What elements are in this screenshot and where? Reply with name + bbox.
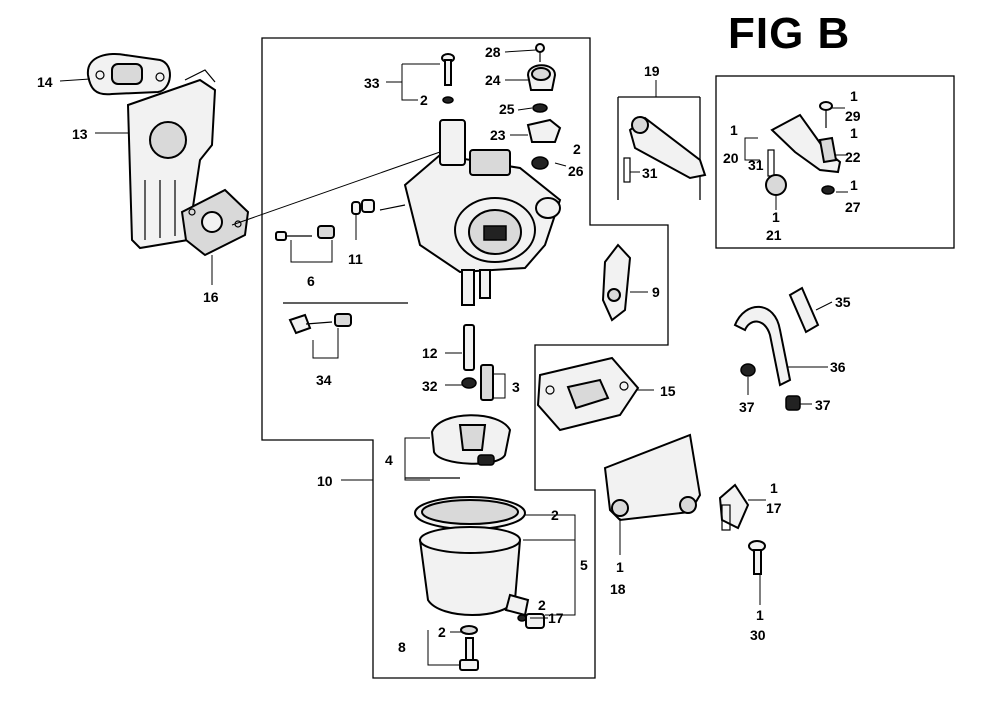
callout-label: 6 [307,273,315,289]
callout-label: 25 [499,101,515,117]
callout-label: 9 [652,284,660,300]
callout-label: 13 [72,126,88,142]
callout-label: 1 [730,122,738,138]
callout-label: 21 [766,227,782,243]
callout-label: 1 [616,559,624,575]
bracket-bolt-part [748,540,766,575]
callout-leaders [59,49,848,666]
fuel-tube-clip-part [601,243,632,322]
callout-label: 1 [772,209,780,225]
air-cleaner-gasket-part [536,356,640,432]
callout-label: 29 [845,108,861,124]
callout-label: 3 [512,379,520,395]
assembly-axis-line [231,151,441,226]
callout-label: 18 [610,581,626,597]
callout-label: 1 [850,177,858,193]
callout-label: 16 [203,289,219,305]
throttle-stop-screw-part [441,53,455,104]
callout-label: 34 [316,372,332,388]
drain-screw-part [517,613,545,629]
callout-label: 10 [317,473,333,489]
carburetor-body-part [379,119,562,306]
callout-label: 2 [438,624,446,640]
bowl-bolt-part [459,625,479,671]
callout-label: 2 [573,141,581,157]
callout-label: 37 [815,397,831,413]
callout-label: 26 [568,163,584,179]
callout-label: 20 [723,150,739,166]
callout-label: 23 [490,127,506,143]
callout-label: 37 [739,399,755,415]
throttle-lever-assembly-part [765,101,842,196]
main-nozzle-part [461,324,494,401]
callout-label: 27 [845,199,861,215]
throttle-screw-part [275,199,375,241]
main-assembly-frame [261,37,669,679]
callout-label: 17 [548,610,564,626]
callout-label: 2 [551,507,559,523]
float-part [405,414,512,479]
callout-label: 24 [485,72,501,88]
callout-label: 33 [364,75,380,91]
callout-label: 5 [580,557,588,573]
vent-hose-part [733,286,820,411]
bracket-part [603,433,702,522]
callout-label: 2 [538,597,546,613]
callout-label: 1 [850,88,858,104]
callout-label: 17 [766,500,782,516]
insulator-gasket-part [86,53,171,96]
carburetor-gasket-part [180,188,250,257]
callout-label: 1 [770,480,778,496]
callout-label: 1 [850,125,858,141]
callout-label: 36 [830,359,846,375]
heat-shield-plate-part [126,69,217,250]
callout-label: 28 [485,44,501,60]
callout-label: 31 [642,165,658,181]
callout-label: 32 [422,378,438,394]
inset-box [715,75,955,249]
choke-shaft-parts [526,43,562,170]
clamp-part [718,483,750,531]
float-bowl-part [414,496,530,617]
pilot-screw-part [288,313,352,335]
callout-label: 14 [37,74,53,90]
callout-label: 19 [644,63,660,79]
figure-title: FIG B [728,9,851,58]
callout-label: 22 [845,149,861,165]
callout-label: 35 [835,294,851,310]
callout-labels: 14 13 16 33 2 28 24 25 23 2 26 6 11 34 1… [37,44,861,655]
callout-label: 31 [748,157,764,173]
callout-label: 1 [756,607,764,623]
callout-label: 30 [750,627,766,643]
callout-label: 12 [422,345,438,361]
callout-label: 8 [398,639,406,655]
choke-lever-part [623,116,707,183]
callout-label: 11 [348,251,363,267]
callout-label: 2 [420,92,428,108]
callout-label: 15 [660,383,676,399]
callout-label: 4 [385,452,393,468]
